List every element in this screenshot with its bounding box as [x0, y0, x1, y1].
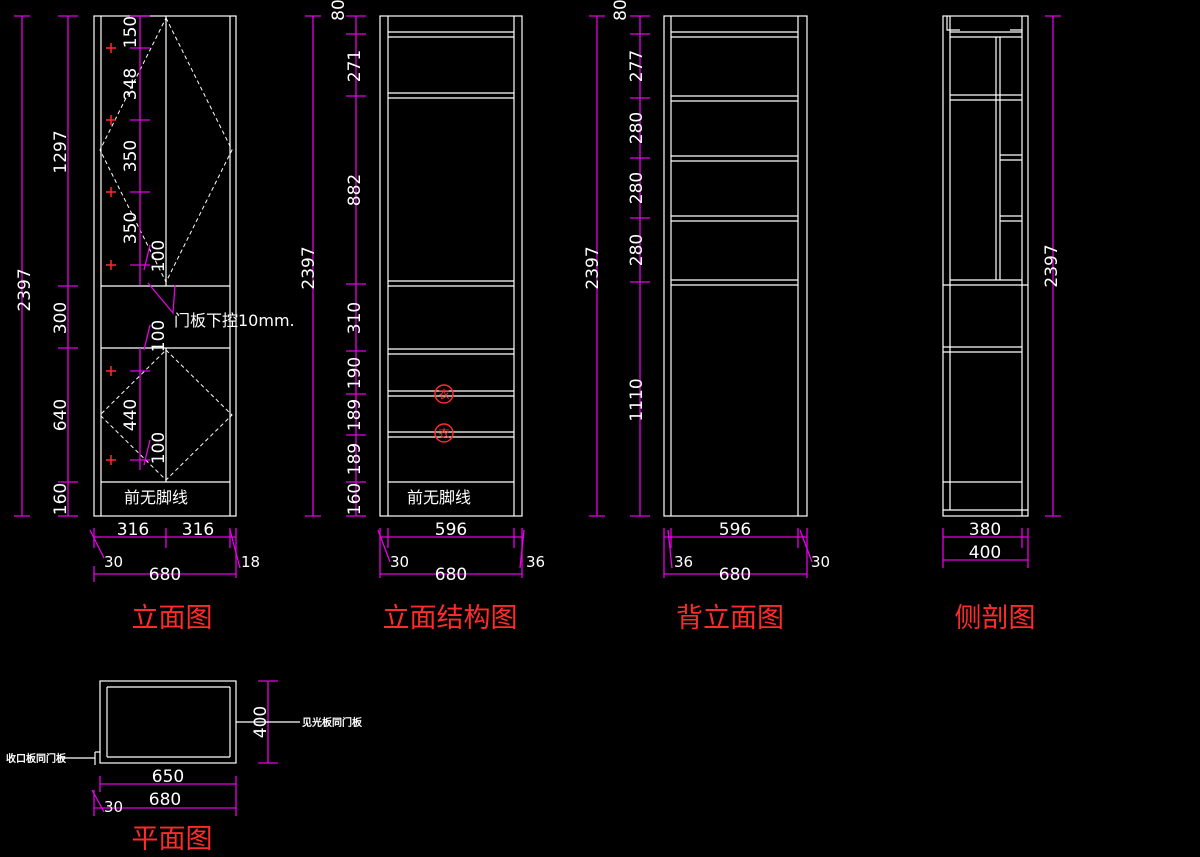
- str-section-6: 189: [345, 443, 365, 475]
- front-elevation-view: 2397 1297 300 640 160 150 348 350 350 10…: [14, 15, 295, 634]
- str-section-4: 190: [345, 357, 365, 389]
- back-section-2: 280: [627, 112, 647, 144]
- lower-door-swing: [99, 349, 233, 481]
- str-section-1: 271: [345, 50, 365, 82]
- plan-left-note: 收口板同门板: [6, 752, 67, 765]
- section-cabinet-outline: [942, 15, 1029, 517]
- elev-no-kick-note: 前无脚线: [124, 488, 188, 507]
- plan-right-note: 见光板同门板: [302, 716, 363, 729]
- plan-cabinet-outline: [99, 680, 237, 764]
- back-section-4: 280: [627, 234, 647, 266]
- str-side-right: 36: [526, 553, 545, 571]
- str-top-height: 80: [329, 0, 349, 21]
- plan-view: 400 见光板同门板 收口板同门板 650 30 680 平面图: [6, 680, 363, 855]
- elev-hinge-dim-2: 348: [121, 68, 141, 100]
- elev-hinge-dim-6: 100: [149, 320, 169, 352]
- hanger-label-2: 衣: [439, 426, 450, 440]
- sec-total-height: 2397: [1042, 244, 1062, 287]
- plan-side-width: 30: [104, 798, 123, 816]
- plan-depth: 400: [251, 706, 271, 738]
- hanger-rod-marker-2: [434, 423, 454, 443]
- str-total-width: 680: [435, 565, 467, 585]
- str-section-3: 310: [345, 302, 365, 334]
- back-side-left: 36: [674, 553, 693, 571]
- back-side-right: 30: [811, 553, 830, 571]
- back-total-width: 680: [719, 565, 751, 585]
- plan-title: 平面图: [132, 824, 213, 855]
- structure-cabinet-outline: [379, 15, 523, 517]
- str-section-5: 189: [345, 399, 365, 431]
- sec-inner-depth: 380: [969, 520, 1001, 540]
- str-side-left: 30: [390, 553, 409, 571]
- elev-lower-height: 640: [51, 399, 71, 431]
- upper-door-swing: [99, 17, 233, 284]
- elev-upper-height: 1297: [51, 130, 71, 173]
- back-inner-width: 596: [719, 520, 751, 540]
- elev-hinge-dim-4: 350: [121, 212, 141, 244]
- elev-total-width: 680: [149, 565, 181, 585]
- elev-side-right: 18: [241, 553, 260, 571]
- str-total-height: 2397: [299, 246, 319, 289]
- back-shelves: [671, 31, 798, 286]
- elev-total-height: 2397: [15, 268, 35, 311]
- str-section-2: 882: [345, 174, 365, 206]
- str-section-7: 160: [345, 483, 365, 515]
- back-top-height: 80: [611, 0, 631, 21]
- section-title: 侧剖图: [955, 603, 1036, 634]
- door-gap-note: 门板下控10mm.: [174, 311, 295, 330]
- elev-door-width-1: 316: [117, 520, 149, 540]
- elev-hinge-dim-8: 100: [149, 432, 169, 464]
- elev-door-width-2: 316: [182, 520, 214, 540]
- elev-base-height: 160: [51, 483, 71, 515]
- structure-elevation-view: 衣 衣 2397 80 271 882 310 190 189 189 160 …: [299, 0, 545, 634]
- hanger-label-1: 衣: [439, 387, 450, 401]
- elev-mid-height: 300: [51, 302, 71, 334]
- elevation-title: 立面图: [132, 603, 213, 634]
- elevation-cabinet-outline: [93, 15, 237, 517]
- structure-title: 立面结构图: [383, 603, 518, 634]
- plan-total-width: 680: [149, 790, 181, 810]
- str-inner-width: 596: [435, 520, 467, 540]
- elev-hinge-dim-5: 100: [149, 240, 169, 272]
- hanger-rod-marker-1: [434, 384, 454, 404]
- back-cabinet-outline: [663, 15, 808, 517]
- back-title: 背立面图: [676, 603, 784, 634]
- back-section-3: 280: [627, 172, 647, 204]
- elev-hinge-dim-3: 350: [121, 140, 141, 172]
- hinge-markers: [106, 43, 116, 465]
- structure-shelves: [388, 31, 514, 483]
- plan-inner-width: 650: [152, 767, 184, 787]
- back-elevation-view: 2397 80 277 280 280 280 1110 596 36 30 6…: [583, 0, 830, 634]
- str-no-kick-note: 前无脚线: [407, 488, 471, 507]
- elev-side-left: 30: [104, 553, 123, 571]
- elev-hinge-dim-1: 150: [121, 16, 141, 48]
- sec-total-depth: 400: [969, 543, 1001, 563]
- back-section-5: 1110: [627, 378, 647, 421]
- back-section-1: 277: [627, 50, 647, 82]
- back-total-height: 2397: [583, 246, 603, 289]
- side-section-view: 2397 380 400 侧剖图: [942, 15, 1062, 634]
- elev-hinge-dim-7: 440: [121, 399, 141, 431]
